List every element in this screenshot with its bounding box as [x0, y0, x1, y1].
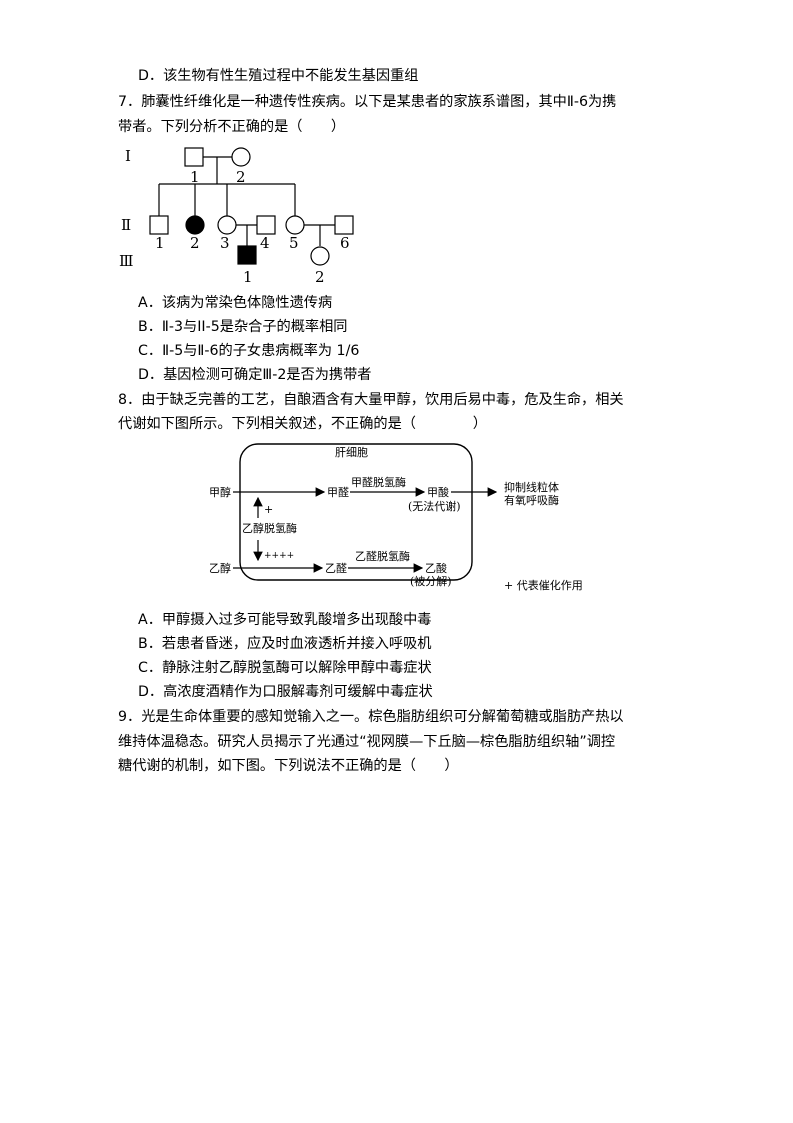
liver-cell-label: 肝细胞 — [335, 446, 368, 459]
ii5-label: 5 — [289, 234, 299, 252]
gen-label-ii: Ⅱ — [121, 216, 131, 234]
q8-stem-line-1: 8．由于缺乏完善的工艺，自酿酒含有大量甲醇，饮用后易中毒，危及生命，相关 — [118, 392, 624, 408]
q9-stem-line-2: 维持体温稳态。研究人员揭示了光通过“视网膜—下丘脑—棕色脂肪组织轴”调控 — [118, 734, 616, 750]
liver-cell-box — [239, 443, 473, 581]
q7-stem-line-2: 带者。下列分析不正确的是（ ） — [118, 119, 346, 135]
q7-option-d: D．基因检测可确定Ⅲ-2是否为携带者 — [138, 367, 372, 383]
methanol-label: 甲醇 — [209, 485, 231, 499]
pedigree-ii3-female — [217, 215, 237, 235]
plus-weak: + — [264, 503, 273, 516]
ii2-label: 2 — [190, 234, 200, 252]
plus-strong: ++++ — [264, 551, 294, 561]
pedigree-ii4-male — [256, 215, 276, 235]
acetaldehyde-enzyme-label: 乙醛脱氢酶 — [355, 549, 410, 563]
ii3-label: 3 — [220, 234, 230, 252]
formaldehyde-label: 甲醛 — [327, 485, 349, 499]
metabolism-diagram: 肝细胞 甲醇 甲醛 甲醛脱氢酶 甲酸 (无法代谢) 抑制线粒体 有氧呼吸酶 乙醇… — [209, 443, 583, 592]
q8-option-d: D．高浓度酒精作为口服解毒剂可缓解中毒症状 — [138, 684, 433, 700]
pedigree-ii6-male — [334, 215, 354, 235]
q7-option-b: B．Ⅱ-3与II-5是杂合子的概率相同 — [138, 319, 348, 335]
ii6-label: 6 — [340, 234, 350, 252]
i2-label: 2 — [236, 168, 246, 186]
q8-stem-line-2: 代谢如下图所示。下列相关叙述，不正确的是（ ） — [118, 416, 487, 432]
q7-stem-line-1: 7．肺囊性纤维化是一种遗传性疾病。以下是某患者的家族系谱图，其中Ⅱ-6为携 — [118, 94, 617, 110]
iii2-label: 2 — [315, 268, 325, 286]
q9-stem-line-1: 9．光是生命体重要的感知觉输入之一。棕色脂肪组织可分解葡萄糖或脂肪产热以 — [118, 709, 624, 725]
ii4-label: 4 — [260, 234, 270, 252]
q6-option-d: D．该生物有性生殖过程中不能发生基因重组 — [138, 68, 419, 84]
iii1-label: 1 — [243, 268, 253, 286]
ii1-label: 1 — [155, 234, 165, 252]
pedigree-i2-female — [231, 147, 251, 167]
pedigree-ii1-male — [149, 215, 169, 235]
q8-option-a: A．甲醇摄入过多可能导致乳酸增多出现酸中毒 — [138, 612, 432, 628]
effect-line-2: 有氧呼吸酶 — [504, 493, 559, 507]
formic-note: (无法代谢) — [408, 499, 461, 513]
acetic-acid-label: 乙酸 — [425, 561, 447, 575]
pedigree-ii5-female — [285, 215, 305, 235]
q8-option-b: B．若患者昏迷，应及时血液透析并接入呼吸机 — [138, 636, 432, 652]
q8-option-c: C．静脉注射乙醇脱氢酶可以解除甲醇中毒症状 — [138, 660, 432, 676]
pedigree-i1-male — [184, 147, 204, 167]
i1-label: 1 — [190, 168, 200, 186]
adh-label: 乙醇脱氢酶 — [242, 521, 297, 535]
gen-label-iii: Ⅲ — [119, 252, 133, 270]
q9-stem-line-3: 糖代谢的机制，如下图。下列说法不正确的是（ ） — [118, 758, 459, 774]
q7-option-a: A．该病为常染色体隐性遗传病 — [138, 295, 333, 311]
effect-line-1: 抑制线粒体 — [504, 480, 559, 494]
legend-text: + 代表催化作用 — [504, 578, 583, 592]
ethanol-label: 乙醇 — [209, 561, 231, 575]
acetaldehyde-label: 乙醛 — [325, 561, 347, 575]
pedigree-iii2-female — [310, 246, 330, 266]
gen-label-i: Ⅰ — [125, 147, 131, 165]
formic-acid-label: 甲酸 — [427, 485, 449, 499]
formaldehyde-enzyme-label: 甲醛脱氢酶 — [351, 475, 406, 489]
pedigree-iii1-affected-male — [237, 245, 257, 265]
pedigree-ii2-affected-female — [185, 215, 205, 235]
acetic-note: (被分解) — [410, 574, 452, 588]
q7-option-c: C．Ⅱ-5与Ⅱ-6的子女患病概率为 1/6 — [138, 343, 360, 359]
pedigree-chart: Ⅰ Ⅱ Ⅲ 1 2 1 2 3 4 5 6 1 2 — [119, 147, 354, 286]
